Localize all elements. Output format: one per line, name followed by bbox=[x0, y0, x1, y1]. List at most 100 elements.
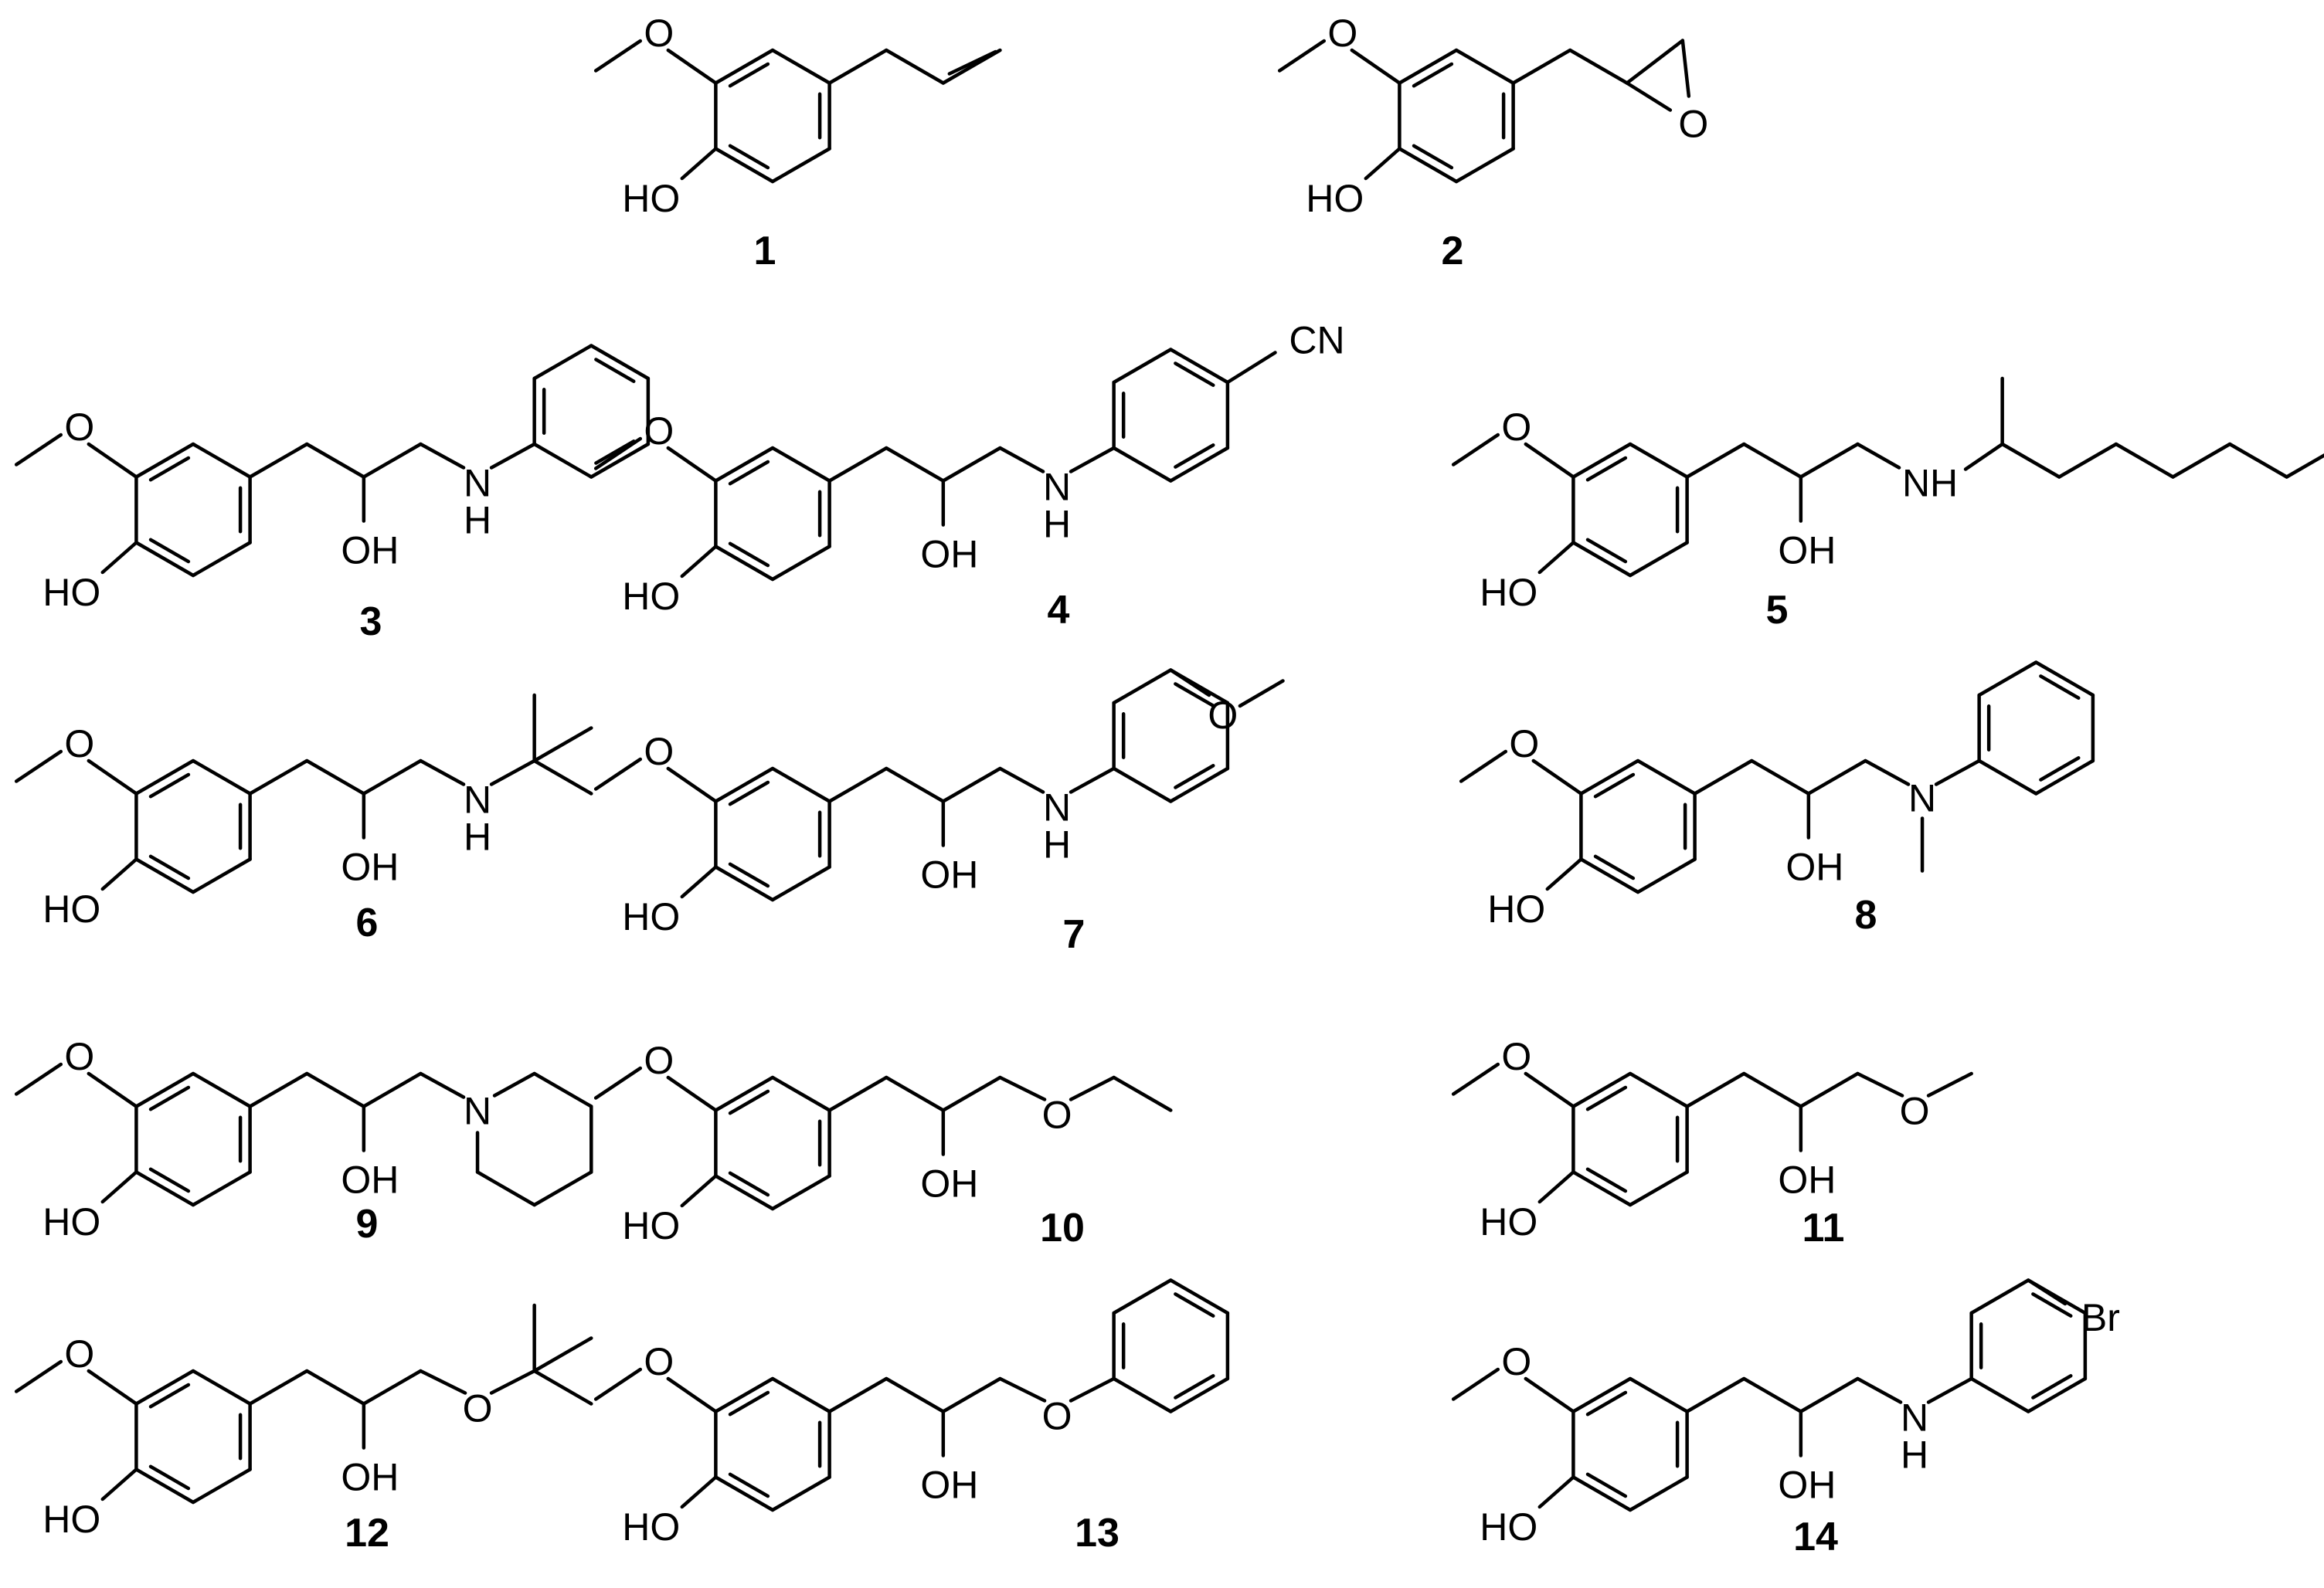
compound-number: 9 bbox=[356, 1202, 379, 1247]
ring-bond bbox=[770, 1075, 831, 1112]
methyl-bond bbox=[532, 1336, 593, 1373]
methyl-bond bbox=[1451, 1367, 1500, 1401]
ring-bond bbox=[1628, 541, 1689, 578]
hydroxyl-label: OH bbox=[341, 846, 399, 889]
methyl-bond bbox=[14, 1359, 63, 1393]
aryl-bond bbox=[1069, 446, 1116, 473]
ring-bond bbox=[134, 541, 195, 578]
chain-bond bbox=[1741, 442, 1803, 479]
compound-number: 11 bbox=[1802, 1206, 1845, 1250]
ring-double-bond bbox=[148, 1085, 191, 1111]
ring-double-bond bbox=[1585, 1167, 1628, 1193]
ether-oxygen: O bbox=[463, 1387, 493, 1430]
ring-bond bbox=[770, 147, 831, 184]
chain-bond bbox=[884, 766, 946, 803]
chain-bond bbox=[941, 1376, 1002, 1413]
methoxy-bond bbox=[87, 1071, 138, 1108]
hydroxyl-label: OH bbox=[1778, 1159, 1836, 1202]
ring-bond bbox=[1454, 48, 1515, 85]
ring-bond bbox=[1169, 1376, 1230, 1413]
ring-bond bbox=[714, 48, 775, 85]
ring-bond bbox=[191, 1071, 252, 1108]
chain-bond bbox=[827, 48, 888, 85]
methoxy-bond bbox=[666, 48, 718, 85]
compound-number: 5 bbox=[1766, 588, 1789, 633]
ring-bond bbox=[1112, 766, 1173, 803]
ring-double-bond bbox=[1412, 62, 1454, 88]
ring-double-bond bbox=[1174, 443, 1215, 469]
hydroxy-label: HO bbox=[1487, 887, 1545, 931]
amine-bond bbox=[1856, 442, 1901, 470]
methoxy-oxygen: O bbox=[644, 1039, 674, 1082]
chain-bond bbox=[362, 1369, 423, 1406]
chain-bond bbox=[941, 446, 1002, 483]
hydroxy-bond bbox=[100, 1468, 138, 1501]
ring-double-bond bbox=[728, 780, 770, 806]
ring-double-bond bbox=[1412, 144, 1454, 170]
methoxy-oxygen: O bbox=[1501, 1340, 1531, 1383]
ring-bond bbox=[1112, 1278, 1173, 1315]
amine-hydrogen: H bbox=[1901, 1434, 1928, 1477]
ring-bond bbox=[1169, 348, 1230, 385]
ring-double-bond bbox=[1174, 361, 1215, 387]
aryl-bond bbox=[1069, 766, 1116, 794]
chain-bond bbox=[1568, 48, 1629, 85]
methyl-bond bbox=[14, 433, 63, 467]
ring-double-bond bbox=[1585, 538, 1628, 564]
piperidine-bond bbox=[475, 1170, 536, 1207]
methoxy-oxygen: O bbox=[644, 12, 674, 55]
ring-bond bbox=[1398, 48, 1459, 85]
amine-nh-label: NH bbox=[1902, 462, 1958, 505]
compound-number: 8 bbox=[1855, 893, 1877, 938]
ring-double-bond bbox=[728, 1472, 770, 1498]
hydroxyl-label: OH bbox=[1785, 846, 1843, 889]
piperidine-bond bbox=[492, 1071, 536, 1098]
methoxy-bond bbox=[1524, 1376, 1575, 1413]
ring-bond bbox=[1628, 442, 1689, 479]
hydroxyl-label: OH bbox=[1778, 529, 1836, 572]
methoxy-oxygen: O bbox=[64, 1035, 94, 1078]
ring-double-bond bbox=[148, 456, 191, 482]
methoxy-bond bbox=[666, 1075, 718, 1112]
amine-bond bbox=[419, 442, 466, 470]
ring-bond bbox=[191, 1170, 252, 1207]
ring-bond bbox=[191, 1369, 252, 1406]
ethyl-bond bbox=[1069, 1075, 1116, 1101]
hydroxyl-label: OH bbox=[341, 1456, 399, 1499]
ring-bond bbox=[714, 1075, 775, 1112]
ring-double-bond bbox=[1593, 854, 1636, 881]
methyl-bond bbox=[593, 436, 643, 470]
methyl-bond bbox=[1926, 1071, 1973, 1098]
aryl-bond bbox=[1934, 758, 1981, 786]
methoxy-oxygen: O bbox=[1501, 1035, 1531, 1078]
ring-bond bbox=[1579, 857, 1640, 894]
chain-bond bbox=[304, 442, 366, 479]
ring-double-bond bbox=[148, 538, 191, 564]
piperidine-nitrogen: N bbox=[464, 1090, 491, 1133]
ring-double-bond bbox=[1174, 764, 1215, 789]
aryl-bond bbox=[489, 442, 536, 470]
methoxy-bond bbox=[666, 446, 718, 483]
ring-bond bbox=[1579, 758, 1640, 796]
methoxy-oxygen: O bbox=[64, 722, 94, 765]
methoxy-oxygen: O bbox=[64, 405, 94, 449]
methoxy-bond bbox=[87, 1369, 138, 1406]
ring-double-bond bbox=[148, 772, 191, 799]
chain-bond bbox=[884, 1376, 946, 1413]
alkyl-bond bbox=[1963, 442, 2004, 471]
methoxy-bond bbox=[1169, 668, 1211, 697]
piperidine-bond bbox=[532, 1170, 593, 1207]
ring-bond bbox=[191, 758, 252, 796]
ring-bond bbox=[1628, 1071, 1689, 1108]
methoxy-oxygen: O bbox=[1208, 694, 1238, 737]
chain-bond bbox=[248, 442, 309, 479]
ring-bond bbox=[1571, 1170, 1633, 1207]
alkyl-chain-bond bbox=[2000, 442, 2061, 479]
alkyl-bond bbox=[489, 1369, 536, 1395]
alkyl-chain-bond bbox=[2057, 442, 2118, 479]
amine-bond bbox=[419, 1071, 466, 1099]
ring-bond bbox=[2034, 758, 2095, 796]
chain-bond bbox=[1741, 1376, 1803, 1413]
methyl-bond bbox=[593, 1367, 643, 1401]
hydroxyl-label: OH bbox=[920, 1464, 978, 1507]
